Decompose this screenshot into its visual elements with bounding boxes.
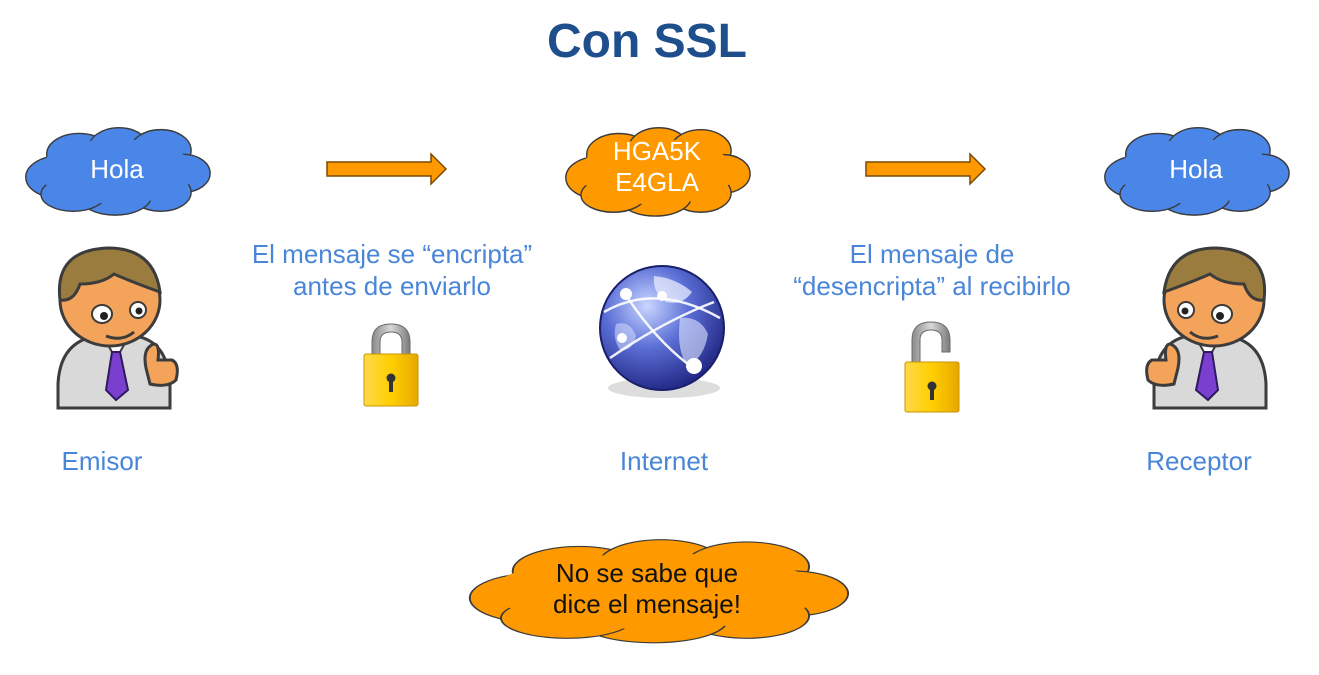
receiver-cloud-icon: Hola (1101, 122, 1291, 217)
padlock-closed-icon (363, 323, 419, 407)
arrow-right-icon (326, 152, 448, 186)
sender-person-icon (56, 246, 179, 410)
page-title: Con SSL (547, 15, 747, 68)
decrypt-caption: El mensaje de “desencripta” al recibirlo (793, 239, 1071, 301)
encrypted-cloud-icon: HGA5K E4GLA (562, 122, 752, 218)
note-cloud-icon: No se sabe que dice el mensaje! (462, 533, 852, 645)
note-line-1: No se sabe que (555, 558, 739, 588)
sender-cloud-icon: Hola (22, 122, 212, 217)
note-line-2: dice el mensaje! (553, 589, 741, 619)
receiver-person-icon (1145, 246, 1268, 410)
encrypted-line-2: E4GLA (615, 167, 699, 197)
receiver-message: Hola (1169, 154, 1223, 184)
padlock-open-icon (904, 321, 960, 413)
receiver-label: Receptor (1146, 446, 1252, 476)
sender-message: Hola (90, 154, 144, 184)
internet-label: Internet (619, 446, 709, 476)
encrypted-line-1: HGA5K (612, 136, 702, 166)
arrow-right-icon (865, 152, 987, 186)
sender-label: Emisor (61, 446, 143, 476)
globe-icon (599, 265, 725, 398)
encrypt-caption: El mensaje se “encripta” antes de enviar… (251, 239, 533, 301)
